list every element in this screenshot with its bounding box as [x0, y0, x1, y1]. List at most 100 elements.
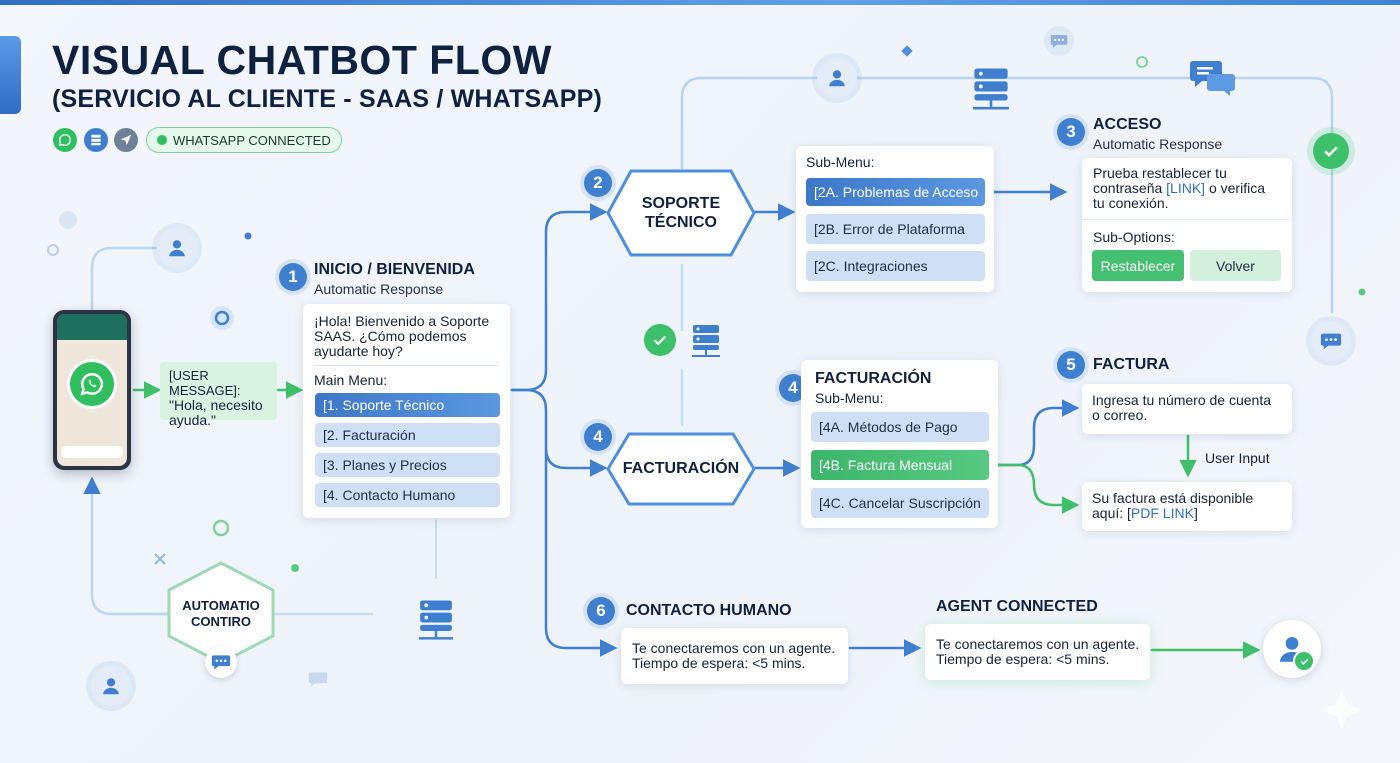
server-icon	[968, 66, 1014, 117]
user-input-label: User Input	[1205, 450, 1270, 466]
automation-hub-label: AUTOMATIO CONTIRO	[165, 598, 277, 630]
submenu-label: Sub-Menu:	[815, 390, 884, 406]
automation-hub-line: AUTOMATIO	[182, 598, 260, 613]
soporte-submenu-card: Sub-Menu: [2A. Problemas de Acceso [2B. …	[796, 146, 994, 292]
factura-result-part: aquí: [	[1092, 505, 1131, 521]
send-icon	[114, 128, 138, 152]
top-accent-bar	[0, 0, 1400, 5]
whatsapp-connected-badge: WHATSAPP CONNECTED	[146, 127, 342, 153]
menu-item-soporte[interactable]: [1. Soporte Técnico	[315, 393, 500, 417]
smartphone	[53, 310, 131, 470]
facturacion-title: FACTURACIÓN	[815, 370, 932, 387]
welcome-text: SAAS. ¿Cómo podemos	[314, 328, 467, 344]
suboptions-label: Sub-Options:	[1093, 229, 1175, 245]
step-number-badge: 5	[1057, 351, 1085, 379]
submenu-item-acceso[interactable]: [2A. Problemas de Acceso	[806, 178, 985, 206]
submenu-item-factura-mensual[interactable]: [4B. Factura Mensual	[811, 450, 989, 480]
contacto-text: Tiempo de espera: <5 mins.	[632, 655, 806, 671]
acceso-text: tu conexión.	[1093, 195, 1169, 211]
step-number-badge: 3	[1057, 118, 1085, 146]
menu-item-contacto[interactable]: [4. Contacto Humano	[315, 483, 500, 507]
acceso-text: contraseña [LINK] o verifica	[1093, 181, 1265, 196]
factura-title: FACTURA	[1093, 356, 1170, 373]
page-subtitle: (SERVICIO AL CLIENTE - SAAS / WHATSAPP)	[52, 85, 602, 113]
submenu-label: Sub-Menu:	[806, 154, 875, 170]
step1-subtitle: Automatic Response	[314, 281, 444, 297]
menu-item-facturacion[interactable]: [2. Facturación	[315, 423, 500, 447]
soporte-hex-line: TÉCNICO	[645, 214, 717, 231]
submenu-item-error[interactable]: [2B. Error de Plataforma	[806, 214, 985, 244]
agent-text: Tiempo de espera: <5 mins.	[936, 651, 1110, 667]
user-icon	[817, 58, 857, 98]
acceso-text-part: contraseña	[1093, 180, 1167, 196]
user-icon	[157, 228, 197, 268]
pdf-link[interactable]: PDF LINK	[1130, 505, 1194, 521]
facturacion-hex-label: FACTURACIÓN	[622, 460, 740, 477]
soporte-hex-line: SOPORTE	[641, 195, 721, 212]
factura-result-text: Su factura está disponible	[1092, 490, 1254, 506]
contacto-card: Te conectaremos con un agente. Tiempo de…	[621, 628, 848, 684]
whatsapp-icon	[53, 128, 77, 152]
step1-title: INICIO / BIENVENIDA	[314, 261, 475, 278]
welcome-text: ayudarte hoy?	[314, 343, 403, 359]
step-number-badge: 2	[584, 169, 612, 197]
contacto-text: Te conectaremos con un agente.	[632, 640, 836, 656]
status-text: WHATSAPP CONNECTED	[173, 132, 331, 148]
volver-button[interactable]: Volver	[1190, 250, 1281, 281]
facturacion-hexagon	[606, 432, 756, 506]
step-number-badge: 4	[584, 423, 612, 451]
main-menu-label: Main Menu:	[314, 372, 388, 388]
agent-avatar	[1263, 620, 1321, 678]
acceso-card: Prueba restablecer tu contraseña [LINK] …	[1082, 158, 1292, 292]
step-number-badge: 1	[279, 263, 307, 291]
chat-bubbles-icon	[1190, 58, 1236, 103]
chat-bubble-icon	[205, 646, 237, 678]
acceso-text: Prueba restablecer tu	[1093, 165, 1227, 181]
menu-item-planes[interactable]: [3. Planes y Precios	[315, 453, 500, 477]
soporte-hex-label: SOPORTE TÉCNICO	[605, 194, 757, 232]
check-circle-icon	[1313, 133, 1349, 169]
page-title: VISUAL CHATBOT FLOW	[52, 37, 552, 83]
factura-prompt-card: Ingresa tu número de cuenta o correo.	[1082, 384, 1292, 434]
restablecer-button[interactable]: Restablecer	[1092, 250, 1184, 281]
soporte-hexagon	[606, 169, 756, 257]
agent-connected-title: AGENT CONNECTED	[936, 598, 1098, 615]
factura-result-card: Su factura está disponible aquí: [PDF LI…	[1082, 482, 1292, 531]
reset-link[interactable]: [LINK]	[1166, 180, 1206, 196]
status-dot	[157, 135, 167, 145]
contacto-title: CONTACTO HUMANO	[626, 602, 792, 619]
message-icon	[308, 670, 328, 693]
welcome-card: ¡Hola! Bienvenido a Soporte SAAS. ¿Cómo …	[303, 304, 510, 518]
user-message-bubble: [USER MESSAGE]: "Hola, necesito ayuda."	[160, 362, 277, 428]
submenu-item-metodos[interactable]: [4A. Métodos de Pago	[811, 412, 989, 442]
user-message-text: ayuda."	[169, 412, 217, 428]
check-circle-icon	[644, 324, 676, 356]
whatsapp-logo-icon	[70, 362, 114, 406]
agent-text: Te conectaremos con un agente.	[936, 636, 1140, 652]
acceso-subtitle: Automatic Response	[1093, 136, 1223, 152]
user-icon	[91, 666, 131, 706]
check-badge-icon	[1293, 650, 1315, 672]
factura-prompt-text: Ingresa tu número de cuenta	[1092, 392, 1272, 408]
user-message-text: "Hola, necesito	[169, 397, 263, 413]
step-number-badge: 6	[587, 597, 615, 625]
left-accent-tab	[0, 36, 21, 114]
facturacion-card: FACTURACIÓN Sub-Menu: [4A. Métodos de Pa…	[801, 360, 998, 528]
automation-hub-line: CONTIRO	[191, 614, 251, 629]
acceso-text-part: o verifica	[1205, 180, 1265, 196]
acceso-title: ACCESO	[1093, 116, 1162, 133]
submenu-item-integraciones[interactable]: [2C. Integraciones	[806, 251, 985, 281]
factura-result-text: aquí: [PDF LINK]	[1092, 506, 1253, 521]
server-icon	[84, 128, 108, 152]
submenu-item-cancelar[interactable]: [4C. Cancelar Suscripción	[811, 488, 989, 518]
factura-result-part: ]	[1193, 505, 1198, 521]
chat-bubble-icon	[1044, 26, 1074, 56]
welcome-text: ¡Hola! Bienvenido a Soporte	[314, 313, 490, 329]
server-icon	[690, 323, 722, 364]
server-icon	[414, 598, 458, 647]
chat-bubble-icon	[1311, 321, 1351, 361]
factura-prompt-text: o correo.	[1092, 407, 1148, 423]
agent-card: Te conectaremos con un agente. Tiempo de…	[925, 624, 1150, 680]
user-message-label: [USER MESSAGE]:	[169, 368, 241, 398]
